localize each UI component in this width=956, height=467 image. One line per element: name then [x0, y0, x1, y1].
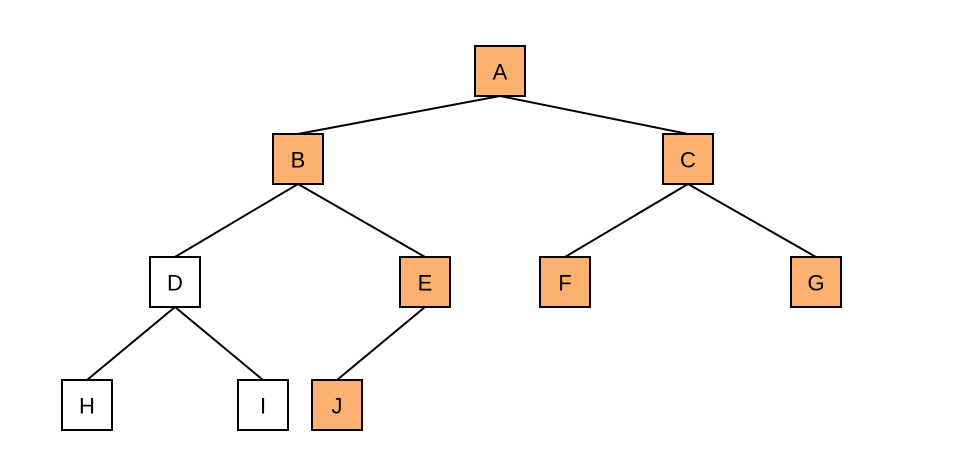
node-g: G — [790, 256, 842, 308]
node-label-f: F — [558, 271, 571, 296]
node-label-i: I — [260, 394, 266, 419]
node-i: I — [237, 379, 289, 431]
node-d: D — [149, 256, 201, 308]
node-label-c: C — [680, 148, 696, 173]
node-box-b — [272, 133, 324, 185]
node-c: C — [662, 133, 714, 185]
edge-b-e — [297, 183, 426, 258]
node-a: A — [474, 45, 526, 97]
edge-b-d — [174, 183, 299, 258]
node-box-g — [790, 256, 842, 308]
node-j: J — [311, 379, 363, 431]
node-f: F — [539, 256, 591, 308]
edge-d-i — [174, 306, 264, 381]
edge-c-g — [687, 183, 817, 258]
node-box-f — [539, 256, 591, 308]
node-box-i — [237, 379, 289, 431]
node-e: E — [399, 256, 451, 308]
edge-e-j — [336, 306, 426, 381]
edges-layer — [86, 95, 817, 381]
node-box-c — [662, 133, 714, 185]
node-label-a: A — [493, 60, 508, 85]
edge-a-b — [297, 95, 501, 135]
edge-a-c — [499, 95, 689, 135]
node-label-h: H — [79, 394, 95, 419]
node-label-g: G — [807, 271, 824, 296]
node-h: H — [61, 379, 113, 431]
edge-d-h — [86, 306, 176, 381]
node-box-h — [61, 379, 113, 431]
node-label-b: B — [291, 148, 306, 173]
node-box-j — [311, 379, 363, 431]
node-label-d: D — [167, 271, 183, 296]
node-box-e — [399, 256, 451, 308]
node-label-j: J — [332, 394, 343, 419]
edge-c-f — [564, 183, 689, 258]
node-box-d — [149, 256, 201, 308]
nodes-layer: A B C D E F G H I J — [61, 45, 842, 431]
node-b: B — [272, 133, 324, 185]
node-label-e: E — [418, 271, 433, 296]
node-box-a — [474, 45, 526, 97]
